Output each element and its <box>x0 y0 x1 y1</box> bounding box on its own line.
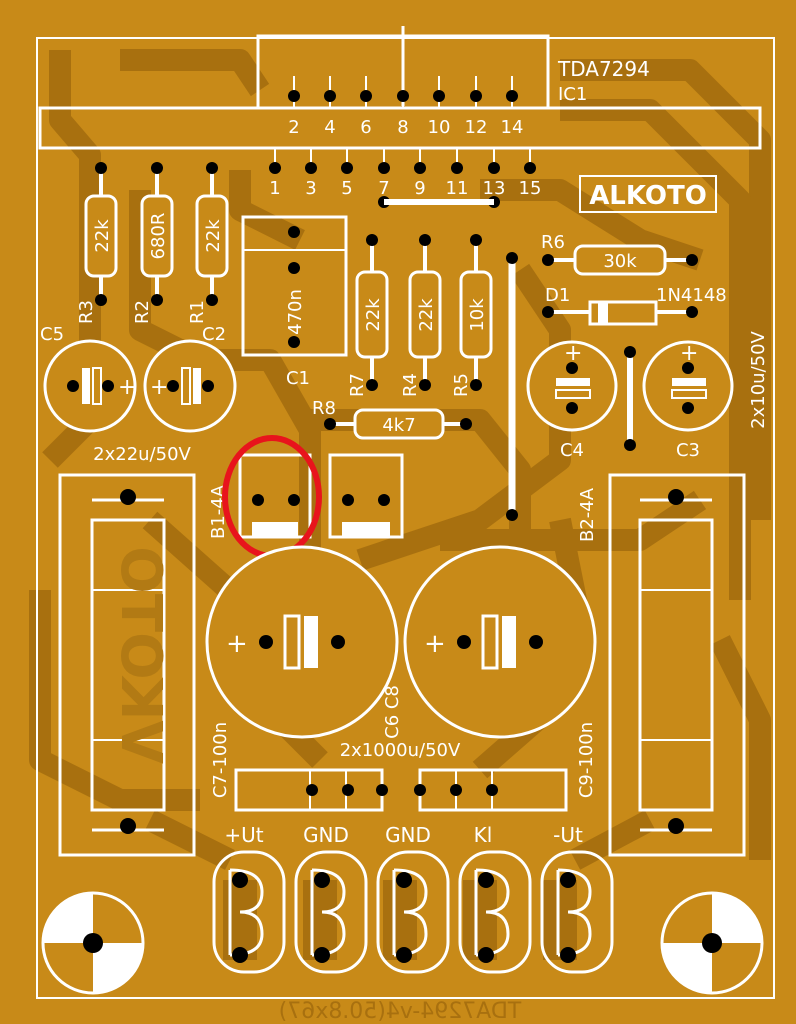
c2-plus: + <box>150 375 168 400</box>
c3-ref: C3 <box>676 440 700 461</box>
ic1-pin-label: 1 <box>269 178 280 199</box>
r3-ref: R3 <box>76 300 97 324</box>
fuse-holder-left: VKOTO <box>58 473 196 857</box>
c5-ref: C5 <box>40 324 64 345</box>
resistors-top-left: 22k 680R 22k R3 R2 R1 <box>76 162 229 324</box>
c6-plus: + <box>226 629 248 659</box>
ic1-part-label: TDA7294 <box>557 57 650 81</box>
terminal-label: GND <box>385 823 431 847</box>
c7-label: C7-100n <box>210 722 231 798</box>
fuse-b1-holder: B1-4A <box>208 453 312 539</box>
ic1-pin-label: 12 <box>465 117 488 138</box>
c4-ref: C4 <box>560 440 584 461</box>
r8-ref: R8 <box>312 398 336 419</box>
r8-value: 4k7 <box>382 415 415 436</box>
c1-value: 470n <box>285 289 306 335</box>
ic1-pin-label: 9 <box>414 178 425 199</box>
r1-ref: R1 <box>187 300 208 324</box>
jumper-c4-c3 <box>624 346 636 451</box>
c6-c8-ref: C6 C8 <box>382 685 403 739</box>
d1-value: 1N4148 <box>656 285 727 306</box>
r7-ref: R7 <box>347 373 368 397</box>
ic1-pin-label: 3 <box>305 178 316 199</box>
ic1-pin-label: 5 <box>341 178 352 199</box>
c5-plus: + <box>118 375 136 400</box>
ic1-pin-label: 6 <box>360 117 371 138</box>
ic1-pin-label: 10 <box>428 117 451 138</box>
resistors-middle: 22k 22k 10k R7 R4 R5 <box>347 234 493 397</box>
diode-d1: D1 1N4148 <box>542 285 727 326</box>
alkoto-logo: ALKOTO <box>579 175 717 213</box>
c3-plus: + <box>680 341 698 366</box>
big-caps-value: 2x1000u/50V <box>340 740 461 761</box>
ic1-pin-label: 11 <box>446 178 469 199</box>
c4-plus: + <box>564 341 582 366</box>
terminal-label: GND <box>303 823 349 847</box>
mirrored-logo: VKOTO <box>108 546 173 764</box>
resistor-r6: 30k R6 <box>541 232 698 276</box>
capacitor-c8: + <box>403 545 597 739</box>
capacitor-c7: C7-100n <box>210 722 388 812</box>
capacitor-c2: + C2 <box>143 324 237 433</box>
capacitor-c9: C9-100n <box>414 722 597 812</box>
capacitor-c5: + C5 <box>40 324 137 433</box>
footer-mirrored-text: TDA7294-v4(50.8x67) <box>279 999 523 1024</box>
fuse-holder-right: B2-4A <box>577 473 746 857</box>
c8-plus: + <box>424 629 446 659</box>
ic1-pin-label: 15 <box>519 178 542 199</box>
terminal-label: Kl <box>474 823 493 847</box>
r5-value: 10k <box>467 298 488 332</box>
left-caps-value: 2x22u/50V <box>93 444 191 465</box>
r2-value: 680R <box>148 213 169 260</box>
capacitor-c3: + C3 <box>642 340 734 461</box>
terminal-label: +Ut <box>224 823 263 847</box>
resistor-r8: 4k7 R8 <box>312 398 472 440</box>
r1-value: 22k <box>203 219 224 253</box>
ic1-pin-label: 4 <box>324 117 335 138</box>
ic1-pin-label: 8 <box>397 117 408 138</box>
capacitor-c6: + <box>205 545 399 739</box>
r7-value: 22k <box>363 298 384 332</box>
mounting-hole-right <box>660 891 764 995</box>
logo-text: ALKOTO <box>589 181 707 211</box>
r3-value: 22k <box>92 219 113 253</box>
r4-ref: R4 <box>400 373 421 397</box>
c9-label: C9-100n <box>576 722 597 798</box>
jumper-vertical <box>506 252 518 521</box>
capacitor-c4: + C4 <box>526 340 618 461</box>
terminal-block: +Ut GND GND Kl -Ut <box>212 823 614 974</box>
r5-ref: R5 <box>451 373 472 397</box>
r2-ref: R2 <box>132 300 153 324</box>
ic1-pin-label: 2 <box>288 117 299 138</box>
d1-ref: D1 <box>545 285 570 306</box>
r6-ref: R6 <box>541 232 565 253</box>
ic1-pin-label: 7 <box>378 178 389 199</box>
two-pin-block <box>328 453 404 539</box>
r6-value: 30k <box>603 251 637 272</box>
board-outline <box>36 37 775 999</box>
ic1-pin-label: 13 <box>483 178 506 199</box>
ic1-footprint: 2 4 6 8 10 12 14 1 3 5 7 9 11 13 15 TDA7… <box>38 26 762 208</box>
ic1-ref-label: IC1 <box>558 84 587 105</box>
b2-label: B2-4A <box>577 487 598 542</box>
ic1-pin-label: 14 <box>501 117 524 138</box>
capacitor-c1: 470n C1 <box>241 215 348 389</box>
r4-value: 22k <box>416 298 437 332</box>
c2-ref: C2 <box>202 324 226 345</box>
right-caps-value: 2x10u/50V <box>748 330 769 428</box>
mounting-hole-left <box>41 891 145 995</box>
c1-ref: C1 <box>286 368 310 389</box>
terminal-label: -Ut <box>553 823 583 847</box>
